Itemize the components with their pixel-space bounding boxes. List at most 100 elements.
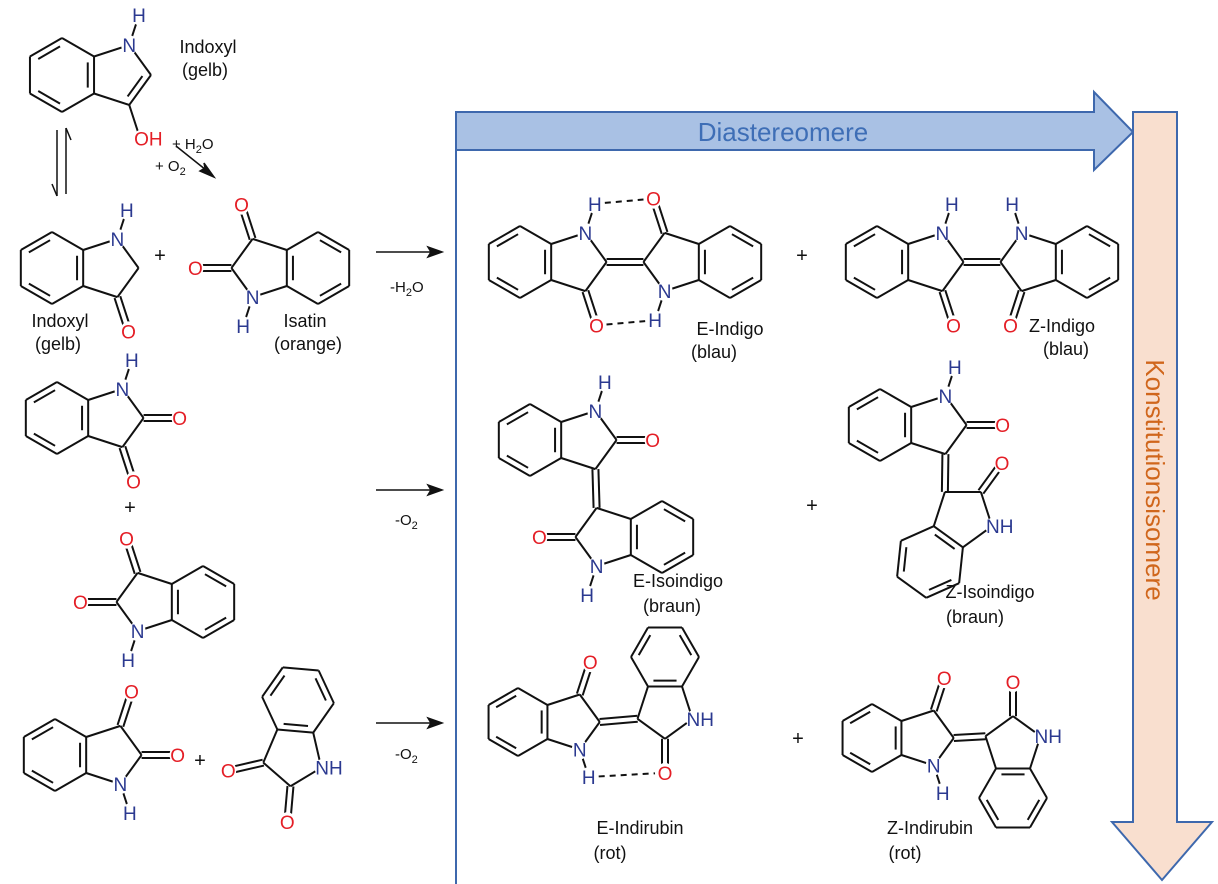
bond [286,285,319,305]
double-bond-line [934,533,956,550]
hydrogen-bond [598,772,656,778]
indoxyl-enol-name: Indoxyl [179,37,236,57]
plus-sign: + [806,495,818,517]
bond [529,457,562,477]
atom-label-o: O [589,316,604,337]
indoxyl-keto-name: Indoxyl [31,311,88,331]
diastereomere-label: Diastereomere [698,117,869,147]
atom-label-mask [936,668,953,689]
double-bond-line [204,573,227,588]
bond [560,457,596,471]
bond [907,279,943,293]
bond [547,693,581,706]
e-indirubin-color: (rot) [594,843,627,863]
double-bond-line [678,634,693,656]
e-isoindigo-lower-half: ONH [531,500,695,607]
atom-label-o: O [124,683,139,704]
bond [932,491,946,527]
atom-label-mask [235,316,252,337]
bond [933,525,964,549]
bond [842,703,873,722]
bond [488,279,521,299]
atom-label-h: H [945,195,959,216]
bond [25,381,58,401]
atom-label-n: N [939,387,953,408]
atom-label-mask [579,585,596,606]
atom-label-mask [531,527,548,547]
double-bond-line [985,799,1000,821]
atom-label-nh: NH [1035,727,1062,748]
double-bond-line [31,726,54,741]
atom-label-o: O [172,409,187,430]
atom-label-mask [657,762,673,783]
reaction-arrows [51,127,445,730]
bond [578,693,601,723]
double-bond-line [731,276,754,291]
atom-label-mask [1002,315,1019,336]
indoxyl-enol-color: (gelb) [182,60,228,80]
z-indigo-color: (blau) [1043,339,1089,359]
bond [876,279,909,299]
bond [941,261,965,292]
z-indirubin-color: (rot) [889,843,922,863]
bond [317,285,350,305]
atom-label-mask [129,621,146,642]
bond [978,797,997,828]
atom-label-h: H [948,358,962,379]
bond [23,718,56,738]
atom-label-o: O [280,813,295,834]
double-bond-line [495,735,517,750]
plus-sign: + [796,245,808,267]
double-bond-line [319,239,342,254]
bond [312,702,335,734]
bond [25,435,58,455]
atom-label-n: N [590,557,604,578]
e-indigo-color: (blau) [691,342,737,362]
central-double-bond [946,454,950,493]
indoxyl-keto-structure: NHO [19,199,140,343]
z-isoindigo-color: (braun) [946,607,1004,627]
central-double-bond [599,714,638,721]
bond [871,754,902,773]
bond [56,381,89,401]
bond [636,686,649,720]
double-bond-line [506,411,529,426]
atom-label-mask [934,222,951,243]
bond [20,231,53,251]
bond [93,92,130,106]
atom-label-mask [994,452,1011,473]
atom-label-mask [121,803,138,824]
z-indirubin-left-half: ONH [841,668,955,805]
bond [54,718,87,738]
atom-label-n: N [936,224,950,245]
plus-sign: + [154,245,166,267]
atom-label-mask [123,349,140,370]
atom-label-n: N [111,230,125,251]
bond [698,279,731,299]
bond [978,768,997,799]
atom-label-mask [121,35,138,56]
double-bond-line [314,677,327,701]
central-double-bond [953,738,986,742]
e-isoindigo-name: E-Isoindigo [633,571,723,591]
bond [202,565,235,585]
bond [137,571,173,585]
diastereomere-arrow [455,89,1135,173]
atom-label-oh: OH [134,129,163,150]
double-bond-line [853,233,876,248]
bond [896,540,902,577]
arrow-head [426,483,445,497]
central-double-bond [597,469,601,508]
atom-label-mask [1005,672,1021,693]
double-bond-line [283,722,309,728]
double-bond-line [637,634,652,656]
atom-label-o: O [188,259,203,280]
atom-label-h: H [580,586,594,607]
bond [261,666,284,698]
z-isoindigo-lower-half: ONH [896,452,1013,599]
e-indirubin-name: E-Indirubin [596,818,683,838]
atom-label-mask [937,385,954,406]
bond [252,237,288,251]
